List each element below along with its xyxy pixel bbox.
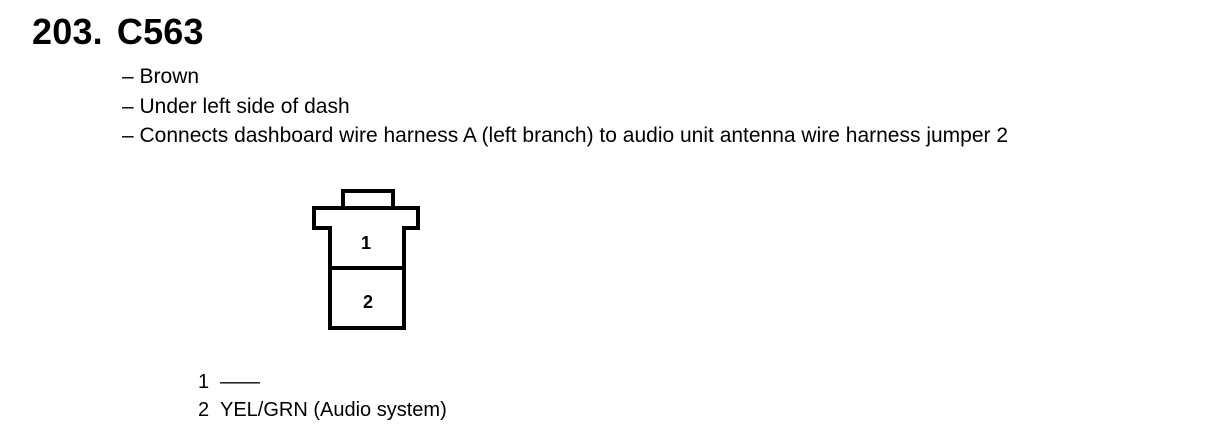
cavity-1-label: 1 <box>361 233 371 253</box>
description-connection: – Connects dashboard wire harness A (lef… <box>122 124 1009 147</box>
pin-number: 2 <box>198 399 210 421</box>
item-number: 203. <box>32 11 103 52</box>
connector-face-diagram: 1 2 <box>312 189 420 330</box>
pin-row: 2 YEL/GRN (Audio system) <box>198 396 447 424</box>
description-color: – Brown <box>122 65 200 88</box>
description-location: – Under left side of dash <box>122 94 350 118</box>
connector-description: – Brown – Under left side of dash – Conn… <box>122 62 1008 151</box>
pin-number: 1 <box>198 371 210 393</box>
connector-housing <box>312 206 420 330</box>
pin-wire: YEL/GRN (Audio system) <box>220 399 447 421</box>
connector-latch <box>341 189 395 210</box>
pin-list: 1 —— 2 YEL/GRN (Audio system) <box>198 368 447 424</box>
cavity-2-label: 2 <box>363 292 373 312</box>
connector-heading: 203. C563 <box>32 8 204 56</box>
connector-id: C563 <box>116 11 204 52</box>
pin-row: 1 —— <box>198 368 447 396</box>
pin-wire: —— <box>220 371 260 393</box>
